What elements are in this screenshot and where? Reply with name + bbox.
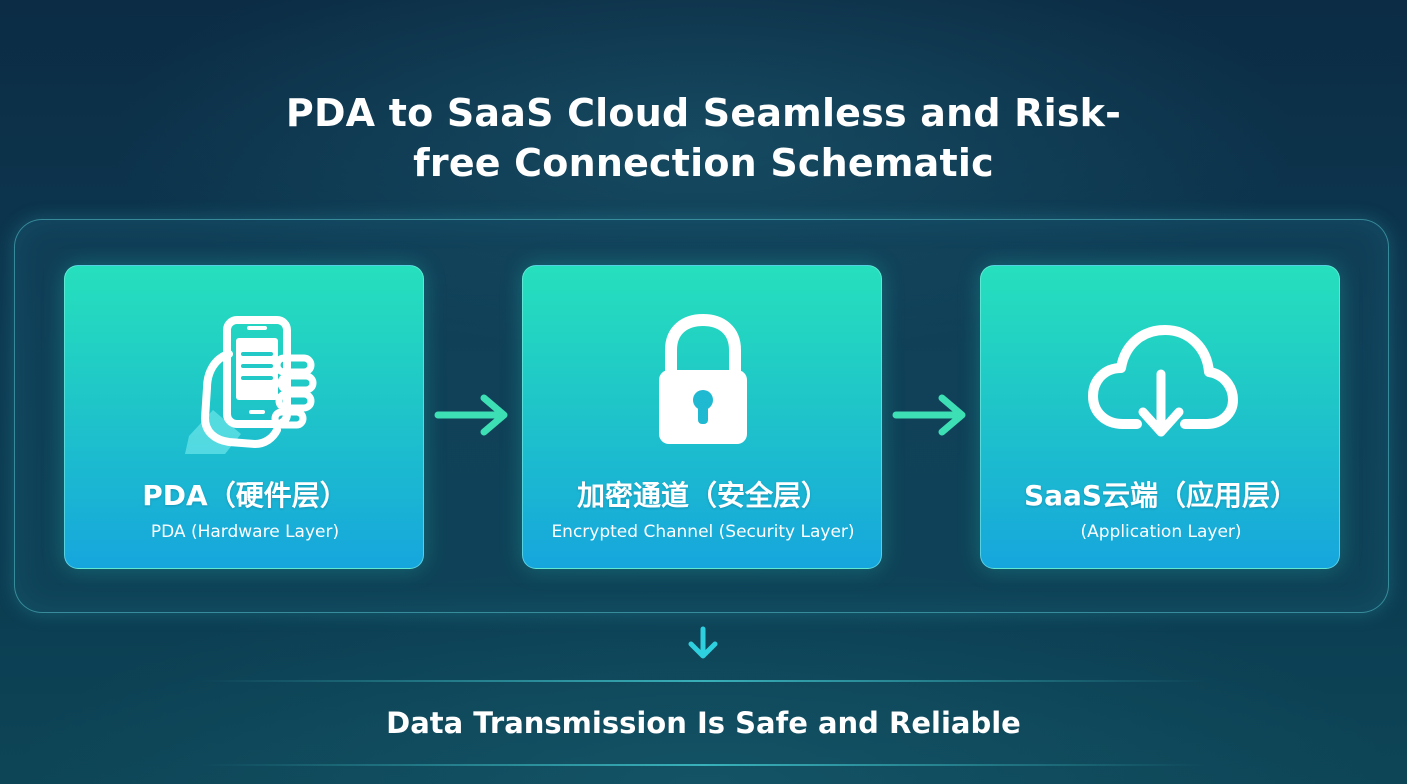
node-encrypted-channel: 加密通道（安全层） Encrypted Channel (Security La… <box>522 265 882 569</box>
node-title: SaaS云端（应用层） <box>1023 479 1299 512</box>
arrow-down-icon <box>688 626 718 659</box>
divider-line <box>200 764 1207 766</box>
node-saas-cloud: SaaS云端（应用层） (Application Layer) <box>980 265 1340 569</box>
hand-holding-phone-icon <box>65 314 423 454</box>
node-subtitle: (Application Layer) <box>1080 522 1242 542</box>
padlock-icon <box>523 314 881 454</box>
node-subtitle: PDA (Hardware Layer) <box>150 522 340 542</box>
divider-line <box>200 680 1207 682</box>
node-subtitle: Encrypted Channel (Security Layer) <box>551 522 855 542</box>
arrow-right-icon <box>434 394 508 436</box>
node-title: PDA（硬件层） <box>142 479 348 512</box>
diagram-title: PDA to SaaS Cloud Seamless and Risk- fre… <box>0 88 1407 188</box>
node-pda-hardware: PDA（硬件层） PDA (Hardware Layer) <box>64 265 424 569</box>
node-title: 加密通道（安全层） <box>576 479 829 512</box>
footer-caption: Data Transmission Is Safe and Reliable <box>386 706 1021 740</box>
diagram-title-line-1: PDA to SaaS Cloud Seamless and Risk- <box>285 91 1122 135</box>
cloud-download-icon <box>981 314 1339 454</box>
diagram-title-line-2: free Connection Schematic <box>413 141 994 185</box>
arrow-right-icon <box>892 394 966 436</box>
